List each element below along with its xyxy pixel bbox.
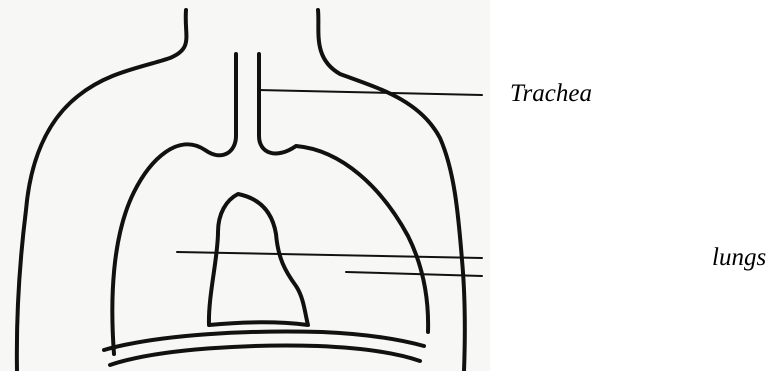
lungs-label: lungs — [712, 244, 766, 272]
respiratory-system-drawing — [0, 0, 490, 371]
trachea-left-wall — [112, 54, 236, 354]
heart-outline — [209, 194, 308, 325]
trachea-right-wall — [259, 54, 428, 332]
trachea-label: Trachea — [510, 80, 592, 108]
respiratory-diagram — [0, 0, 490, 371]
body-outline-left — [17, 10, 187, 371]
lung-pointer-line-left — [177, 252, 482, 258]
body-outline-right — [318, 10, 465, 371]
diaphragm-inner — [110, 346, 420, 365]
trachea-pointer-line — [258, 90, 482, 95]
